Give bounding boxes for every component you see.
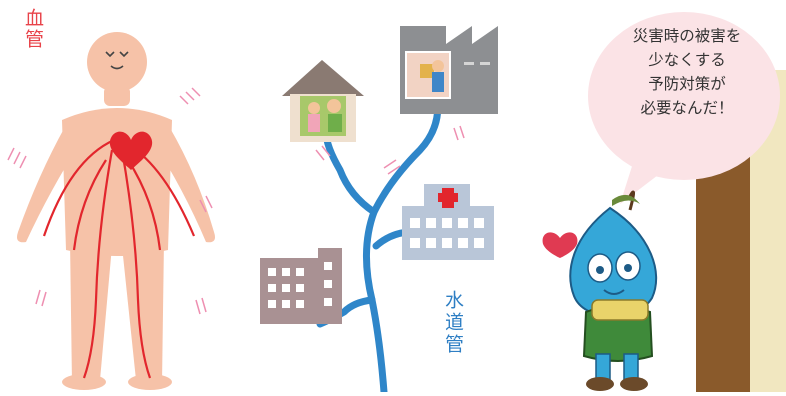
pipe-motion-lines <box>315 125 465 175</box>
blood-vessels <box>42 138 196 379</box>
motion-lines <box>7 87 213 315</box>
building-icon <box>260 248 342 324</box>
factory-icon <box>400 26 498 114</box>
human-figure <box>17 32 215 390</box>
speech-line: 必要なんだ！ <box>640 99 734 117</box>
wooden-post <box>696 150 750 392</box>
mascot-character <box>542 190 658 391</box>
water-pipe-label: 水道管 <box>442 290 464 356</box>
human-face <box>105 51 129 70</box>
speech-line: 災害時の被害を <box>632 27 742 45</box>
house-icon <box>282 60 364 142</box>
blood-vessel-label: 血管 <box>22 8 44 50</box>
speech-line: 予防対策が <box>648 75 726 93</box>
hospital-icon <box>402 184 494 260</box>
speech-line: 少なくする <box>648 51 726 69</box>
speech-bubble: 災害時の被害を 少なくする 予防対策が 必要なんだ！ <box>592 24 782 120</box>
heart-icon <box>109 131 153 170</box>
